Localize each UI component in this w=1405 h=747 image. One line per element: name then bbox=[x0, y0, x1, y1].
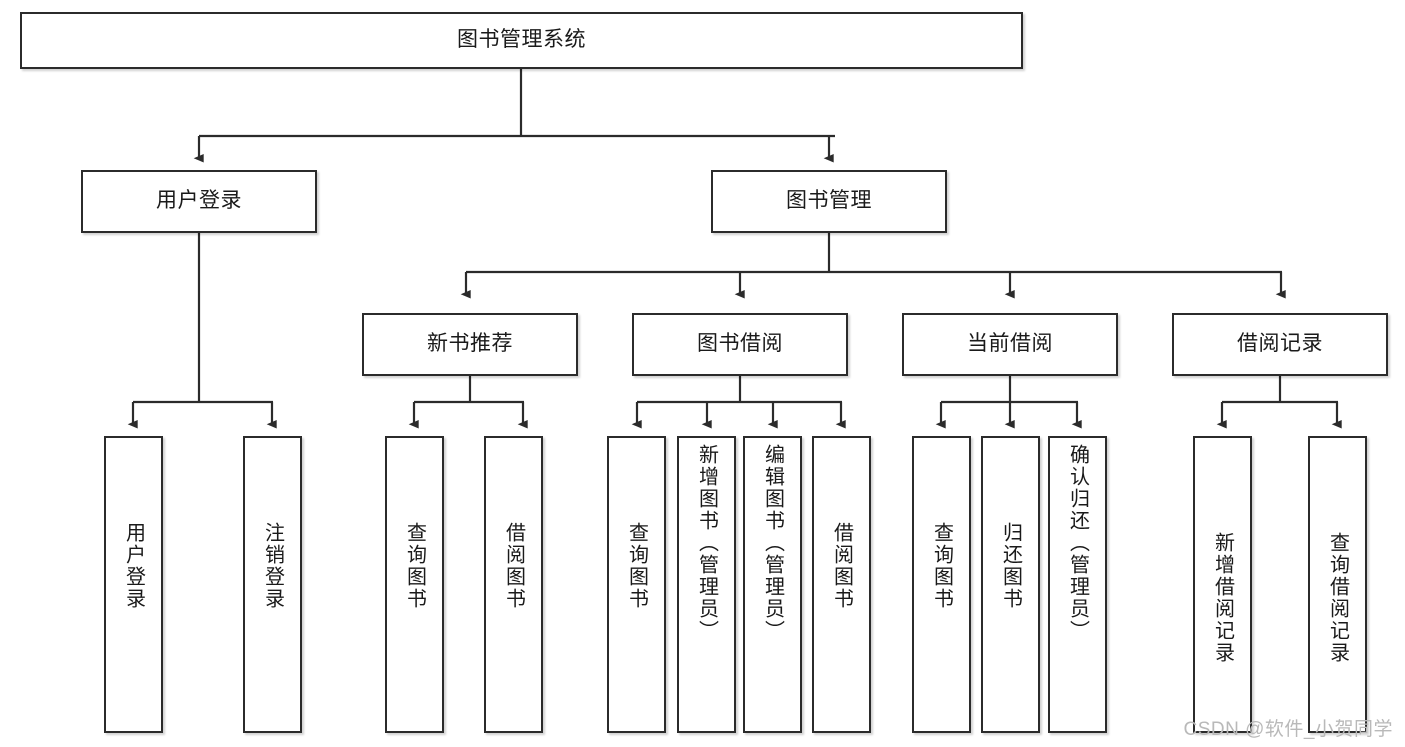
node-leaf-confirm-return-label: 确认归还（管理员） bbox=[1066, 444, 1089, 642]
node-leaf-add-record[interactable]: 新增借阅记录 bbox=[1193, 436, 1252, 733]
node-leaf-query-book-3[interactable]: 查询图书 bbox=[912, 436, 971, 733]
node-leaf-query-book-1[interactable]: 查询图书 bbox=[385, 436, 444, 733]
node-new-book-recommend-label: 新书推荐 bbox=[427, 332, 513, 356]
node-book-borrow-label: 图书借阅 bbox=[697, 332, 783, 356]
node-user-login[interactable]: 用户登录 bbox=[81, 170, 317, 233]
node-leaf-user-login[interactable]: 用户登录 bbox=[104, 436, 163, 733]
node-book-manage[interactable]: 图书管理 bbox=[711, 170, 947, 233]
node-leaf-borrow-book-1-label: 借阅图书 bbox=[502, 522, 525, 610]
node-leaf-return-book-label: 归还图书 bbox=[999, 522, 1022, 610]
node-leaf-confirm-return[interactable]: 确认归还（管理员） bbox=[1048, 436, 1107, 733]
node-leaf-add-book[interactable]: 新增图书（管理员） bbox=[677, 436, 736, 733]
node-leaf-query-book-1-label: 查询图书 bbox=[403, 522, 426, 610]
node-leaf-return-book[interactable]: 归还图书 bbox=[981, 436, 1040, 733]
node-user-login-label: 用户登录 bbox=[156, 189, 242, 213]
node-leaf-borrow-book-2[interactable]: 借阅图书 bbox=[812, 436, 871, 733]
node-leaf-query-record-label: 查询借阅记录 bbox=[1326, 532, 1349, 664]
node-borrow-record-label: 借阅记录 bbox=[1237, 332, 1323, 356]
node-leaf-user-logout[interactable]: 注销登录 bbox=[243, 436, 302, 733]
node-leaf-add-book-label: 新增图书（管理员） bbox=[695, 444, 718, 642]
node-leaf-query-book-3-label: 查询图书 bbox=[930, 522, 953, 610]
node-book-borrow[interactable]: 图书借阅 bbox=[632, 313, 848, 376]
node-current-borrow[interactable]: 当前借阅 bbox=[902, 313, 1118, 376]
node-leaf-edit-book-label: 编辑图书（管理员） bbox=[761, 444, 784, 642]
node-leaf-query-record[interactable]: 查询借阅记录 bbox=[1308, 436, 1367, 733]
node-book-manage-label: 图书管理 bbox=[786, 189, 872, 213]
node-root[interactable]: 图书管理系统 bbox=[20, 12, 1023, 69]
node-leaf-query-book-2[interactable]: 查询图书 bbox=[607, 436, 666, 733]
node-leaf-user-logout-label: 注销登录 bbox=[261, 522, 284, 610]
node-current-borrow-label: 当前借阅 bbox=[967, 332, 1053, 356]
node-new-book-recommend[interactable]: 新书推荐 bbox=[362, 313, 578, 376]
node-leaf-query-book-2-label: 查询图书 bbox=[625, 522, 648, 610]
node-leaf-add-record-label: 新增借阅记录 bbox=[1211, 532, 1234, 664]
node-root-label: 图书管理系统 bbox=[457, 28, 586, 52]
node-leaf-user-login-label: 用户登录 bbox=[122, 522, 145, 610]
node-leaf-borrow-book-2-label: 借阅图书 bbox=[830, 522, 853, 610]
node-leaf-borrow-book-1[interactable]: 借阅图书 bbox=[484, 436, 543, 733]
watermark: CSDN @软件_小贺同学 bbox=[1183, 719, 1393, 740]
node-leaf-edit-book[interactable]: 编辑图书（管理员） bbox=[743, 436, 802, 733]
node-borrow-record[interactable]: 借阅记录 bbox=[1172, 313, 1388, 376]
